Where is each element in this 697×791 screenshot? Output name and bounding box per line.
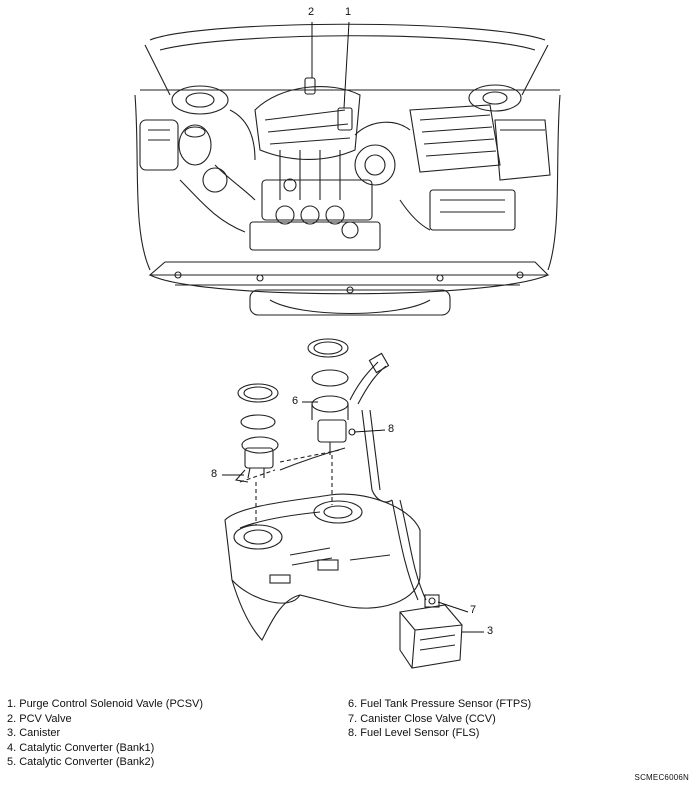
callout-leaders-bottom — [222, 401, 484, 633]
callout-7: 7 — [470, 604, 477, 616]
callout-2: 2 — [308, 6, 315, 18]
legend-left-column: 1. Purge Control Solenoid Vavle (PCSV) 2… — [7, 697, 203, 770]
legend-item: 7. Canister Close Valve (CCV) — [348, 712, 496, 725]
engine-bay-illustration — [134, 23, 561, 316]
legend-item: 2. PCV Valve — [7, 712, 72, 725]
legend-right-column: 6. Fuel Tank Pressure Sensor (FTPS) 7. C… — [348, 697, 531, 741]
legend-item: 1. Purge Control Solenoid Vavle (PCSV) — [7, 698, 204, 710]
callout-8-right: 8 — [388, 423, 395, 435]
fuel-system-illustration — [224, 338, 463, 669]
callout-1: 1 — [345, 6, 352, 18]
legend-item: 3. Canister — [7, 727, 61, 740]
legend-item: 5. Catalytic Converter (Bank2) — [7, 756, 155, 769]
callout-3: 3 — [487, 625, 494, 637]
legend-item: 6. Fuel Tank Pressure Sensor (FTPS) — [348, 698, 532, 710]
legend-item: 4. Catalytic Converter (Bank1) — [7, 741, 155, 754]
figure-code: SCMEC6006N — [634, 773, 689, 782]
callout-leaders-top — [311, 21, 350, 109]
callout-8-left: 8 — [211, 468, 218, 480]
callout-6: 6 — [292, 395, 299, 407]
legend-item: 8. Fuel Level Sensor (FLS) — [348, 727, 480, 740]
